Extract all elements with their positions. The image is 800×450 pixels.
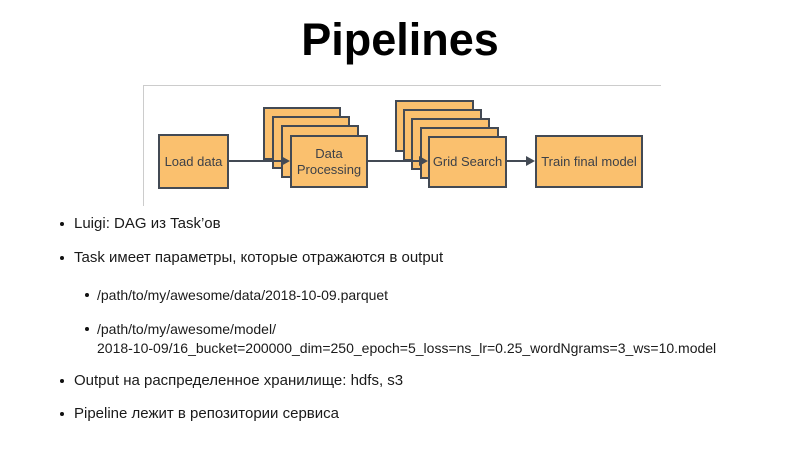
node-grid-search: Grid Search — [428, 136, 507, 188]
bullet-icon — [60, 222, 64, 226]
page-title: Pipelines — [301, 14, 499, 65]
list-item: /path/to/my/awesome/data/2018-10-09.parq… — [85, 286, 388, 305]
bullet-icon — [60, 379, 64, 383]
node-data-processing-label: Data Processing — [296, 145, 362, 177]
arrow-processing-to-grid — [368, 160, 420, 162]
bullet-text: /path/to/my/awesome/model/ 2018-10-09/16… — [97, 321, 717, 356]
node-load-data-label: Load data — [164, 153, 223, 169]
bullet-icon — [85, 327, 89, 331]
node-train-final-model-label: Train final model — [541, 153, 637, 169]
list-item: Pipeline лежит в репозитории сервиса — [60, 404, 339, 423]
bullet-text: Task имеет параметры, которые отражаются… — [74, 249, 444, 266]
bullet-text: Luigi: DAG из Task’ов — [74, 215, 221, 232]
list-item: /path/to/my/awesome/model/ 2018-10-09/16… — [85, 320, 716, 358]
arrowhead-icon — [419, 156, 428, 166]
bullet-text: Output на распределенное хранилище: hdfs… — [74, 372, 404, 389]
list-item: Output на распределенное хранилище: hdfs… — [60, 371, 403, 390]
node-data-processing: Data Processing — [290, 135, 368, 188]
node-grid-search-label: Grid Search — [432, 154, 503, 169]
bullet-text: Pipeline лежит в репозитории сервиса — [74, 405, 339, 422]
node-load-data: Load data — [158, 134, 229, 189]
arrow-load-to-processing — [229, 160, 282, 162]
bullet-icon — [85, 293, 89, 297]
arrowhead-icon — [526, 156, 535, 166]
diagram-frame — [143, 85, 661, 206]
list-item: Task имеет параметры, которые отражаются… — [60, 248, 443, 267]
arrow-grid-to-train — [507, 160, 527, 162]
node-train-final-model: Train final model — [535, 135, 643, 188]
bullet-icon — [60, 412, 64, 416]
bullet-icon — [60, 256, 64, 260]
arrowhead-icon — [281, 156, 290, 166]
bullet-text: /path/to/my/awesome/data/2018-10-09.parq… — [97, 287, 389, 303]
list-item: Luigi: DAG из Task’ов — [60, 214, 221, 233]
